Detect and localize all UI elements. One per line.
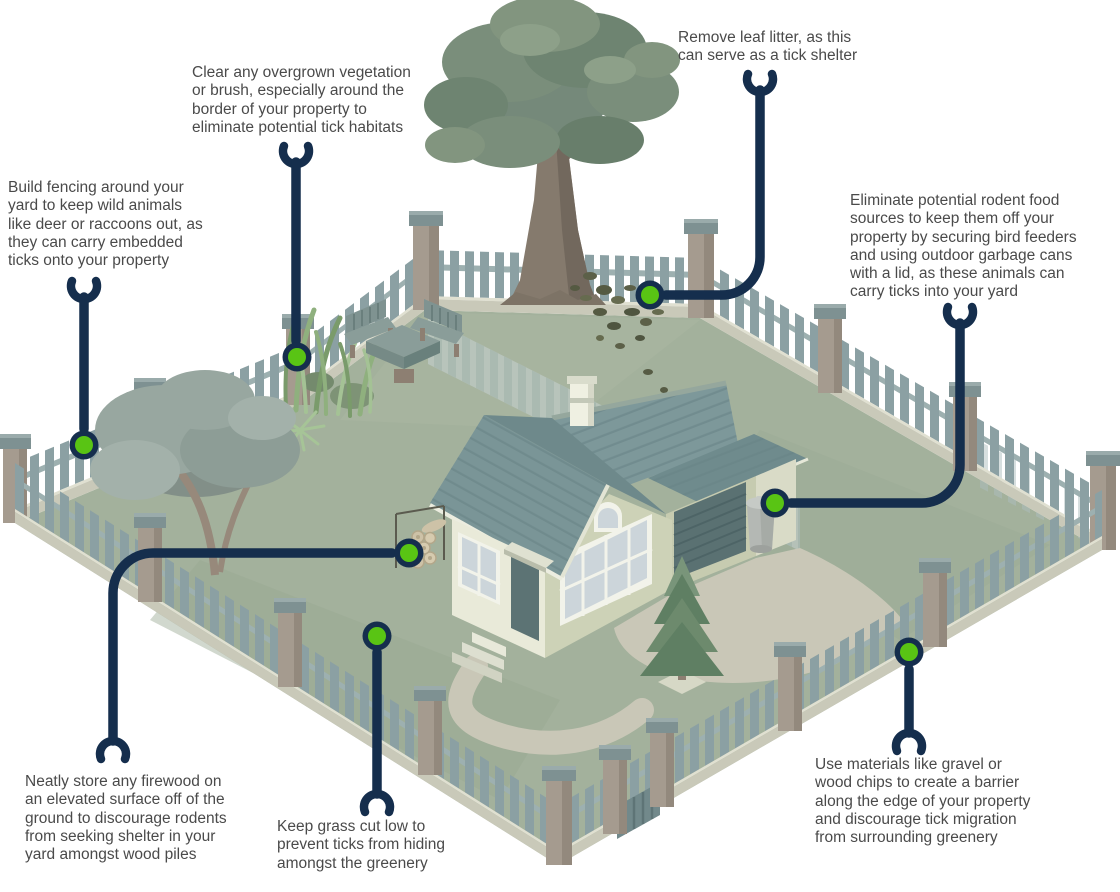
bench-left [344, 299, 396, 358]
callout-marker-icon [69, 430, 99, 460]
tip-store-firewood: Neatly store any firewood on an elevated… [25, 773, 227, 864]
fence-front-right [558, 490, 1102, 865]
fence-back-right-lower [700, 258, 1102, 550]
callout-eliminate-rodent-food [760, 302, 978, 518]
callout-marker-icon [362, 621, 392, 651]
callout-line [786, 318, 965, 508]
tree-foliage [424, 0, 680, 168]
patio-furniture [344, 299, 464, 383]
house [429, 376, 809, 683]
garage [666, 459, 796, 592]
tip-build-fencing: Build fencing around your yard to keep w… [8, 179, 203, 270]
tip-clear-vegetation: Clear any overgrown vegetation or brush,… [192, 64, 411, 136]
tip-remove-leaf-litter: Remove leaf litter, as this can serve as… [678, 29, 858, 65]
side-window [457, 532, 501, 605]
callout-remove-leaf-litter [635, 69, 778, 310]
porch-steps [452, 632, 506, 683]
small-tree [90, 370, 300, 576]
callout-clear-vegetation [278, 141, 314, 372]
front-window [559, 514, 653, 626]
callout-marker-icon [894, 637, 924, 667]
callout-marker-icon [394, 538, 424, 568]
chimney [567, 376, 597, 426]
callout-keep-grass-cut [359, 621, 395, 817]
callout-marker-icon [282, 342, 312, 372]
pine-tree [640, 556, 724, 694]
garden-gate [617, 782, 660, 839]
tip-eliminate-rodent-food: Eliminate potential rodent food sources … [850, 192, 1077, 301]
callout-line [661, 85, 765, 300]
table [366, 325, 440, 383]
callout-line [108, 548, 397, 746]
callout-graphics [66, 69, 978, 817]
large-tree [424, 0, 680, 305]
walkway [448, 654, 654, 755]
callout-use-gravel-barrier [891, 637, 927, 756]
arched-window [594, 502, 622, 532]
bench-right [410, 299, 464, 357]
tip-use-gravel-barrier: Use materials like gravel or wood chips … [815, 756, 1031, 847]
callout-marker-icon [635, 280, 665, 310]
callout-store-firewood [95, 538, 424, 764]
front-door [504, 542, 554, 641]
tip-keep-grass-cut: Keep grass cut low to prevent ticks from… [277, 818, 445, 872]
callout-marker-icon [760, 488, 790, 518]
callout-build-fencing [66, 276, 102, 460]
fence-pillars-front [134, 513, 951, 865]
